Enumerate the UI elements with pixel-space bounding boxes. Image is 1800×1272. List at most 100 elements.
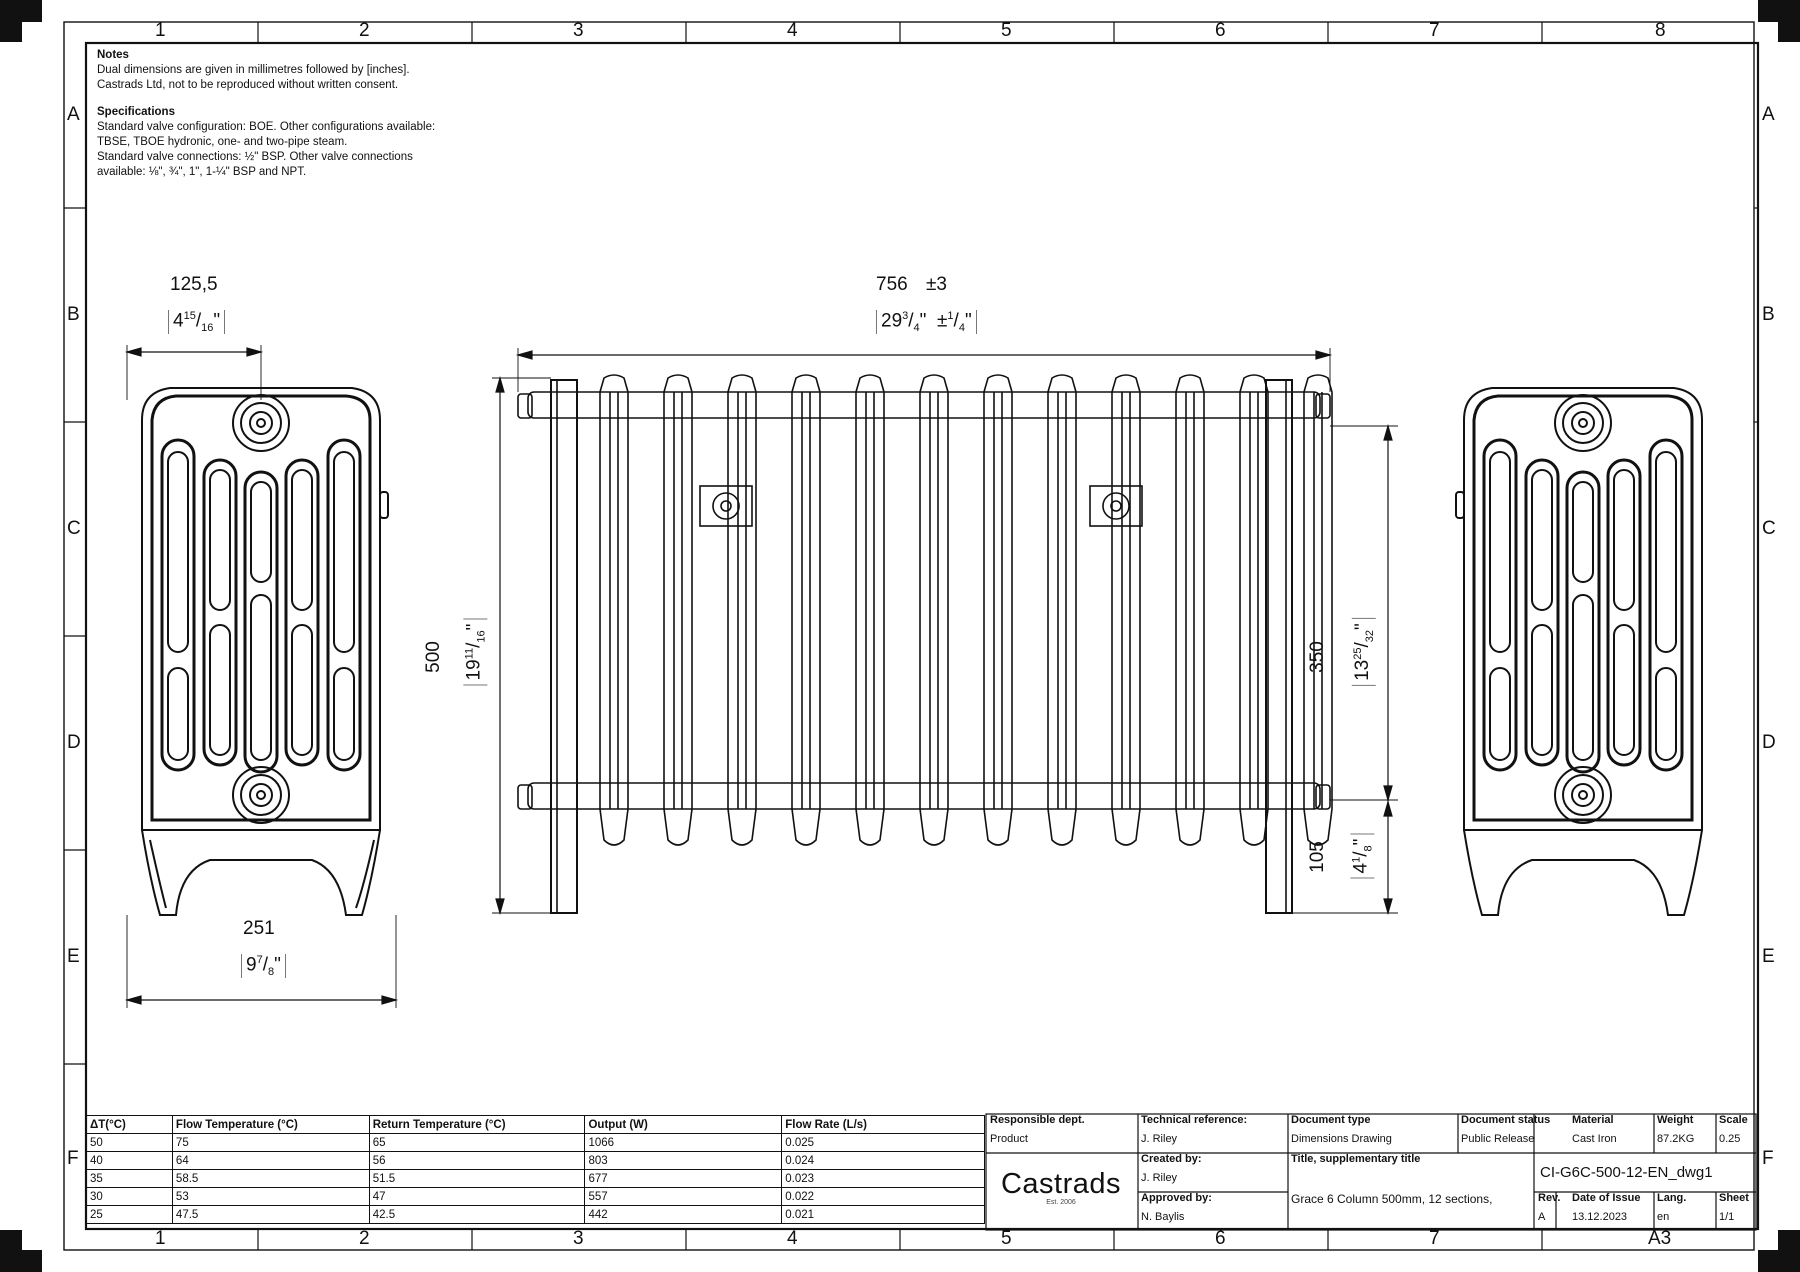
radiator-section xyxy=(1047,374,1077,846)
responsible-dept-label: Responsible dept. xyxy=(990,1114,1085,1126)
castrads-logo: Castrads Est. 2006 xyxy=(994,1168,1128,1206)
table-cell: 442 xyxy=(584,1205,783,1224)
document-type: Dimensions Drawing xyxy=(1291,1133,1392,1145)
dim-side-top-mm: 125,5 xyxy=(170,274,218,295)
table-cell: 677 xyxy=(584,1169,783,1188)
table-row: 35 58.5 51.5 677 0.023 xyxy=(86,1169,985,1188)
table-cell: 0.024 xyxy=(781,1151,985,1170)
table-cell: 35 xyxy=(86,1169,173,1188)
grid-row-d: D xyxy=(67,732,81,753)
notes-line: Castrads Ltd, not to be reproduced witho… xyxy=(97,79,399,91)
technical-reference-label: Technical reference: xyxy=(1141,1114,1248,1126)
dim-bottom-mm: 105 xyxy=(1306,841,1328,873)
approved-by: N. Baylis xyxy=(1141,1211,1185,1223)
table-row: 25 47.5 42.5 442 0.021 xyxy=(86,1205,985,1224)
grid-ticks xyxy=(64,22,1758,1250)
grid-row-f-right: F xyxy=(1762,1148,1774,1169)
notes-heading: Notes xyxy=(97,49,129,61)
grid-col-2: 2 xyxy=(359,20,370,41)
table-cell: 0.023 xyxy=(781,1169,985,1188)
grid-col-3-bottom: 3 xyxy=(573,1228,584,1249)
table-cell: 0.022 xyxy=(781,1187,985,1206)
radiator-section xyxy=(983,374,1013,846)
table-cell: 557 xyxy=(584,1187,783,1206)
drawing-title: Grace 6 Column 500mm, 12 sections, xyxy=(1291,1192,1493,1206)
grid-col-4: 4 xyxy=(787,20,798,41)
technical-reference: J. Riley xyxy=(1141,1133,1178,1145)
grid-row-b: B xyxy=(67,304,80,325)
table-cell: 51.5 xyxy=(368,1169,586,1188)
dim-depth-in: 97/8" xyxy=(241,954,286,979)
table-cell: 64 xyxy=(171,1151,370,1170)
table-cell: 47 xyxy=(368,1187,586,1206)
performance-table: ΔT(°C) Flow Temperature (°C) Return Temp… xyxy=(86,1115,985,1224)
rev-label: Rev. xyxy=(1538,1192,1561,1204)
radiator-section xyxy=(1303,374,1333,846)
table-cell: 75 xyxy=(171,1133,370,1152)
table-cell: 53 xyxy=(171,1187,370,1206)
spec-line: available: ⅛", ¾", 1", 1-¼" BSP and NPT. xyxy=(97,166,307,178)
table-cell: 0.025 xyxy=(781,1133,985,1152)
approved-by-label: Approved by: xyxy=(1141,1192,1212,1204)
table-header: Output (W) xyxy=(584,1115,783,1134)
dim-width-tol: ±3 xyxy=(926,274,947,295)
table-header: Flow Temperature (°C) xyxy=(171,1115,370,1134)
table-cell: 40 xyxy=(86,1151,173,1170)
material-label: Material xyxy=(1572,1114,1614,1126)
table-header-row: ΔT(°C) Flow Temperature (°C) Return Temp… xyxy=(86,1115,985,1134)
dim-depth-mm: 251 xyxy=(243,918,275,939)
table-cell: 30 xyxy=(86,1187,173,1206)
dim-width-mm: 756 xyxy=(876,274,908,295)
grid-col-5: 5 xyxy=(1001,20,1012,41)
inner-frame xyxy=(84,41,1760,1231)
grid-row-b-right: B xyxy=(1762,304,1775,325)
responsible-dept: Product xyxy=(990,1133,1028,1145)
dim-bottom-in: 41/8" xyxy=(1350,833,1375,879)
scale-label: Scale xyxy=(1719,1114,1748,1126)
front-view xyxy=(517,374,1333,914)
created-by-label: Created by: xyxy=(1141,1153,1202,1165)
spec-line: Standard valve configuration: BOE. Other… xyxy=(97,121,436,133)
table-cell: 0.021 xyxy=(781,1205,985,1224)
grid-col-7-bottom: 7 xyxy=(1429,1228,1440,1249)
grid-col-2-bottom: 2 xyxy=(359,1228,370,1249)
sheet: 1/1 xyxy=(1719,1211,1735,1223)
document-type-label: Document type xyxy=(1291,1114,1371,1126)
logo-est: Est. 2006 xyxy=(1046,1199,1076,1206)
table-header: ΔT(°C) xyxy=(86,1115,173,1134)
grid-col-1-bottom: 1 xyxy=(155,1228,166,1249)
grid-row-c-right: C xyxy=(1762,518,1776,539)
grid-row-e: E xyxy=(67,946,80,967)
table-row: 40 64 56 803 0.024 xyxy=(86,1151,985,1170)
document-status: Public Release xyxy=(1461,1133,1535,1145)
spec-heading: Specifications xyxy=(97,106,175,118)
radiator-section xyxy=(791,374,821,846)
dim-height-in: 1911/16" xyxy=(463,618,488,686)
table-cell: 65 xyxy=(368,1133,586,1152)
grid-col-6-bottom: 6 xyxy=(1215,1228,1226,1249)
grid-row-c: C xyxy=(67,518,81,539)
dim-centres-mm: 350 xyxy=(1306,641,1328,673)
date: 13.12.2023 xyxy=(1572,1211,1628,1223)
dim-side-top-in: 415/16" xyxy=(168,310,226,335)
grid-col-4-bottom: 4 xyxy=(787,1228,798,1249)
grid-col-1: 1 xyxy=(155,20,166,41)
table-cell: 1066 xyxy=(584,1133,783,1152)
table-row: 30 53 47 557 0.022 xyxy=(86,1187,985,1206)
grid-row-a-right: A xyxy=(1762,104,1775,125)
radiator-section xyxy=(855,374,885,846)
spec-line: TBSE, TBOE hydronic, one- and two-pipe s… xyxy=(97,136,348,148)
radiator-section xyxy=(663,374,693,846)
radiator-section xyxy=(599,374,629,846)
grid-col-7: 7 xyxy=(1429,20,1440,41)
side-view-left xyxy=(141,387,389,916)
sheet-label: Sheet xyxy=(1719,1192,1749,1204)
table-cell: 42.5 xyxy=(368,1205,586,1224)
grid-row-a: A xyxy=(67,104,80,125)
table-header: Flow Rate (L/s) xyxy=(781,1115,985,1134)
side-view-right xyxy=(1455,387,1703,916)
grid-row-e-right: E xyxy=(1762,946,1775,967)
title-label: Title, supplementary title xyxy=(1291,1153,1421,1165)
dim-centres-in: 1325/32" xyxy=(1351,618,1376,686)
